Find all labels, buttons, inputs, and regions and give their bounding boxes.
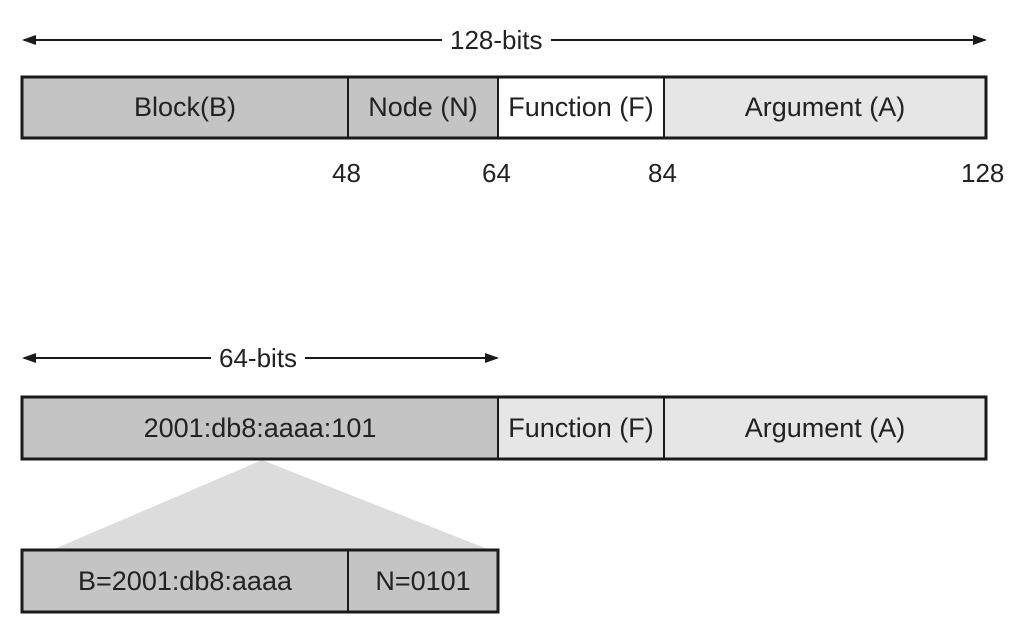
top-label-block: Block(B) bbox=[133, 92, 236, 122]
top-label-node: Node (N) bbox=[368, 92, 478, 122]
bottom-label-locator: 2001:db8:aaaa:101 bbox=[143, 412, 377, 443]
top-label-argument: Argument (A) bbox=[744, 92, 906, 122]
bottom-span-label: 64-bits bbox=[211, 345, 306, 371]
bottom-field-argument bbox=[664, 397, 986, 459]
top-label-function: Function (F) bbox=[508, 92, 654, 122]
tick-48: 48 bbox=[332, 158, 361, 188]
expansion-field-node bbox=[348, 550, 498, 612]
bottom-label-argument: Argument (A) bbox=[744, 412, 906, 443]
top-field-argument bbox=[664, 77, 986, 138]
top-field-node bbox=[348, 77, 498, 138]
expansion-outline bbox=[20, 548, 500, 614]
top-field-function bbox=[498, 77, 664, 138]
tick-84: 84 bbox=[648, 158, 677, 188]
top-format-outline bbox=[20, 75, 988, 140]
bottom-label-function: Function (F) bbox=[508, 412, 654, 443]
bottom-format-outline bbox=[20, 395, 988, 461]
expansion-wedge bbox=[52, 460, 490, 550]
top-span-label: 128-bits bbox=[442, 27, 551, 53]
top-field-block bbox=[22, 77, 348, 138]
tick-128: 128 bbox=[961, 158, 1005, 188]
expansion-field-block bbox=[22, 550, 348, 612]
expansion-label-node: N=0101 bbox=[375, 565, 471, 596]
expansion-label-block: B=2001:db8:aaaa bbox=[78, 565, 292, 596]
bottom-field-locator bbox=[22, 397, 498, 459]
tick-64: 64 bbox=[482, 158, 511, 188]
bottom-field-function bbox=[498, 397, 664, 459]
